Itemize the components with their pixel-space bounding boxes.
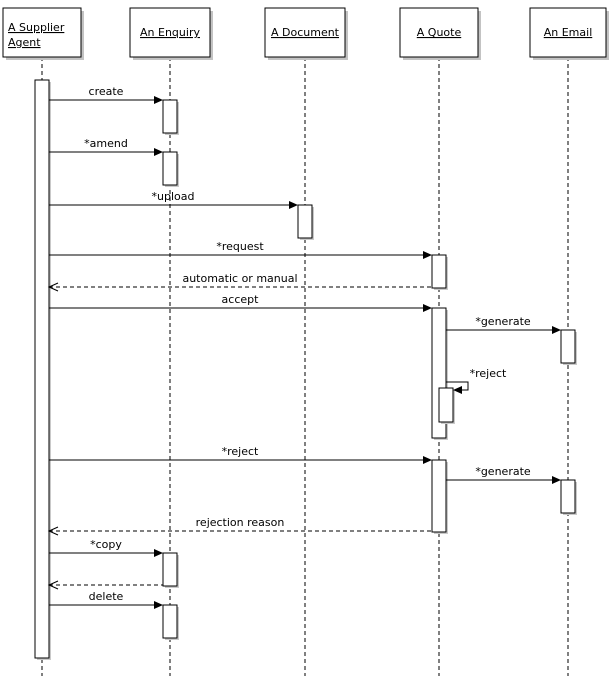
message-reject-2-arrowhead (423, 456, 432, 464)
message-generate-1-arrowhead (552, 326, 561, 334)
message-amend-arrowhead (154, 148, 163, 156)
lifeline-label-supplier-line1: A Supplier (8, 21, 65, 34)
message-upload-arrowhead (289, 201, 298, 209)
message-reject-self-label: *reject (470, 367, 507, 380)
message-request-arrowhead (423, 251, 432, 259)
message-copy-return-arrowhead (47, 580, 59, 590)
activation-supplier-main (34, 79, 51, 660)
activation-quote-reject (431, 459, 448, 534)
message-reject-2-label: *reject (222, 445, 259, 458)
message-copy-arrowhead (154, 549, 163, 557)
message-upload: *upload (49, 190, 298, 209)
lifeline-head-enquiry: An Enquiry (129, 7, 213, 60)
message-accept-label: accept (222, 293, 260, 306)
lifeline-label-quote: A Quote (417, 26, 462, 39)
activation-enquiry-copy (162, 552, 179, 588)
message-reject-2: *reject (49, 445, 432, 464)
message-rejection-reason-arrowhead (47, 526, 59, 536)
message-upload-label: *upload (152, 190, 195, 203)
lifeline-head-document: A Document (264, 7, 348, 60)
lifeline-label-supplier-line2: Agent (8, 36, 41, 49)
message-rejection-reason-label: rejection reason (196, 516, 285, 529)
message-rejection-reason: rejection reason (47, 516, 432, 536)
message-reject-self-line (446, 381, 469, 391)
lifeline-label-email: An Email (544, 26, 593, 39)
message-create-arrowhead (154, 96, 163, 104)
activation-enquiry-amend (162, 151, 179, 187)
message-request: *request (49, 240, 432, 259)
lifeline-head-quote: A Quote (399, 7, 481, 60)
message-amend: *amend (49, 137, 163, 156)
activation-enquiry-create (162, 99, 179, 135)
activation-email-generate-1 (560, 329, 577, 365)
lifeline-head-supplier-agent: A Supplier Agent (2, 7, 84, 60)
message-create: create (49, 85, 163, 104)
activation-email-generate-2 (560, 479, 577, 515)
message-copy-label: *copy (90, 538, 122, 551)
message-accept-arrowhead (423, 304, 432, 312)
message-generate-2: *generate (446, 465, 561, 484)
activation-quote-request (431, 254, 448, 290)
message-generate-2-arrowhead (552, 476, 561, 484)
activation-enquiry-delete (162, 604, 179, 640)
message-automatic-or-manual-label: automatic or manual (182, 272, 297, 285)
activation-quote-reject-nested (438, 387, 455, 424)
message-request-label: *request (216, 240, 264, 253)
activation-document-upload (297, 204, 314, 240)
message-generate-1-label: *generate (475, 315, 531, 328)
message-accept: accept (49, 293, 432, 312)
message-automatic-or-manual: automatic or manual (47, 272, 432, 292)
message-automatic-or-manual-arrowhead (47, 282, 59, 292)
message-copy-return (47, 580, 163, 590)
lifeline-label-enquiry: An Enquiry (140, 26, 200, 39)
message-copy: *copy (49, 538, 163, 557)
message-reject-self: *reject (446, 367, 507, 394)
message-create-label: create (89, 85, 124, 98)
lifeline-label-document: A Document (271, 26, 340, 39)
message-delete-arrowhead (154, 601, 163, 609)
message-generate-1: *generate (446, 315, 561, 334)
message-amend-label: *amend (84, 137, 128, 150)
message-reject-self-arrowhead (453, 386, 462, 394)
message-delete-label: delete (89, 590, 124, 603)
message-delete: delete (49, 590, 163, 609)
message-generate-2-label: *generate (475, 465, 531, 478)
lifeline-head-email: An Email (529, 7, 609, 60)
